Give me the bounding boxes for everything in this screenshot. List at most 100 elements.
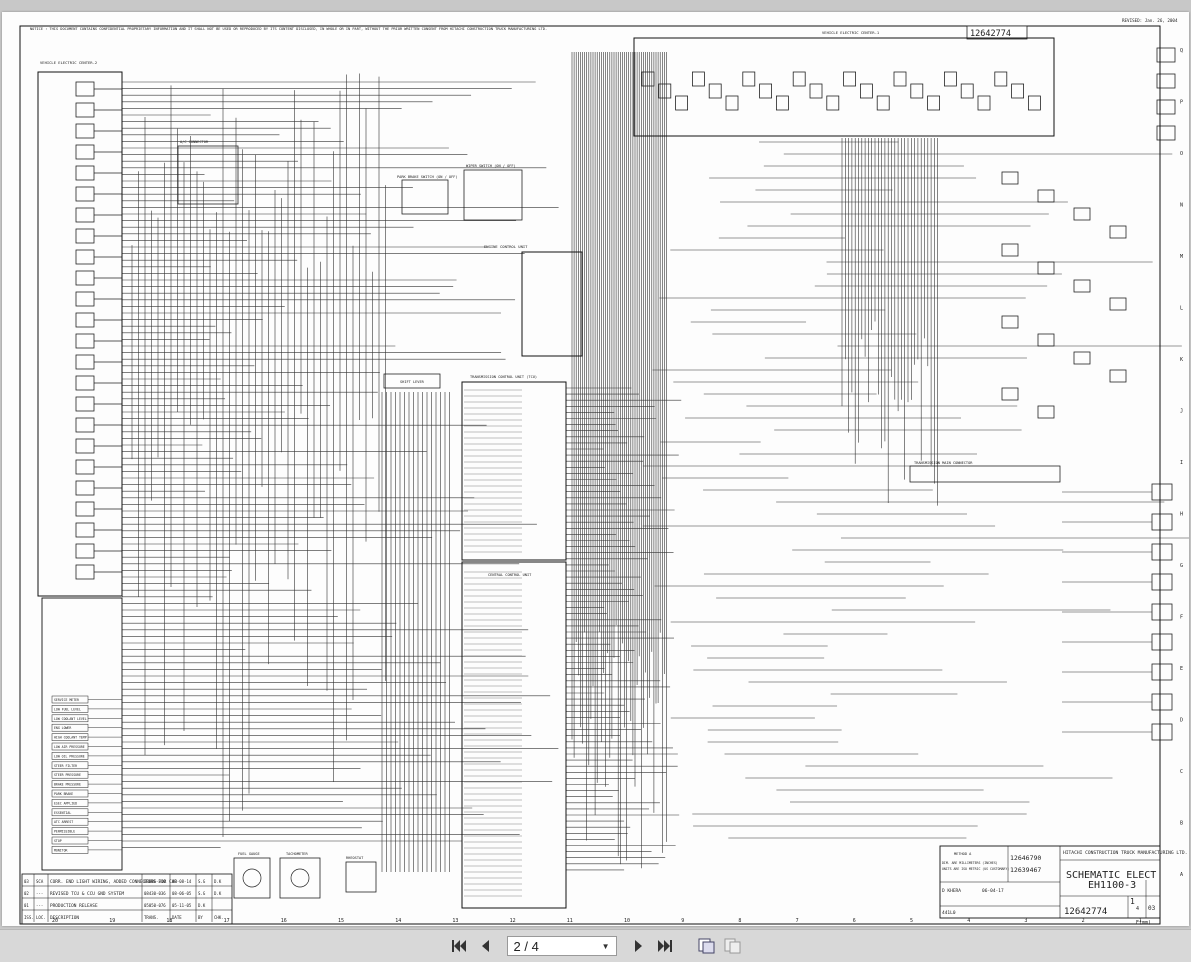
bottom-scale-label: 16 (281, 918, 287, 924)
previous-page-button[interactable] (475, 936, 495, 956)
revision-cell-trans: 08086-310 (144, 879, 166, 884)
fuel-gauge-box (233, 857, 271, 899)
format-label: E(mm) (1136, 920, 1151, 926)
bottom-scale-label: 3 (1024, 918, 1027, 924)
right-scale-label: Q (1180, 48, 1183, 54)
revision-cell-date: 08-08-14 (172, 879, 192, 884)
revision-cell-by: S.G (198, 879, 206, 884)
ccu-label: CENTRAL CONTROL UNIT (488, 573, 532, 577)
revision-cell-eco: --- (36, 891, 43, 896)
transmission-main-connector-label: TRANSMISSION MAIN CONNECTOR (914, 461, 973, 465)
bottom-scale-label: 2 (1082, 918, 1085, 924)
right-scale-label: I (1180, 460, 1183, 466)
drawing-frame (19, 25, 1161, 925)
revision-cell-chk: D.K (214, 879, 222, 884)
last-page-icon (657, 940, 672, 952)
page-selector[interactable]: 2 / 4 ▼ (506, 936, 617, 956)
engine-control-unit-label: ENGINE CONTROL UNIT (484, 244, 528, 249)
revision-cell-trans: TRANS. (144, 915, 158, 920)
supersedes: 12639467 (1010, 866, 1041, 874)
next-page-button[interactable] (629, 936, 649, 956)
tachometer-label: TACHOMETER (286, 852, 308, 856)
schematic-sheet: NOTICE : THIS DOCUMENT CONTAINS CONFIDEN… (2, 12, 1189, 926)
first-page-button[interactable] (449, 936, 469, 956)
first-model: 441L0 (942, 910, 956, 916)
vehicle-center-2-label: VEHICLE ELECTRIC CENTER-2 (40, 60, 97, 65)
indicator-label: LOW OIL PRESSURE (54, 754, 85, 758)
bottom-scale-label: 19 (109, 918, 115, 924)
single-page-icon (698, 938, 714, 954)
park-brake-switch-box (401, 179, 449, 215)
revision-cell-by: S.G (198, 891, 206, 896)
tachometer-dial (290, 868, 310, 888)
revision-cell-by: D.K (198, 903, 206, 908)
revision-cell-rev: 03 (24, 879, 29, 884)
notice-text: NOTICE : THIS DOCUMENT CONTAINS CONFIDEN… (30, 27, 547, 31)
indicator-label: STEER PRESSURE (54, 773, 81, 777)
rheostat-label: RHEOSTAT (346, 856, 364, 860)
bottom-scale-label: 12 (510, 918, 516, 924)
right-scale-label: P (1180, 100, 1183, 106)
revision-cell-desc: REVISED TCU & CCU GND SYSTEM (50, 891, 124, 897)
indicator-label: LOW COOLANT LEVEL (54, 717, 87, 721)
revision-cell-by: BY (198, 915, 203, 920)
title-line-2: EH1100-3 (1088, 880, 1136, 891)
indicator-label: LOW FUEL LEVEL (54, 707, 81, 711)
indicator-label: ESEC APPLIED (54, 801, 77, 805)
wiper-switch-label: WIPER SWITCH (ON / OFF) (466, 164, 516, 168)
revision-cell-eco: --- (36, 903, 43, 908)
viewer-toolbar: 2 / 4 ▼ (0, 929, 1191, 962)
shift-lever-label: SHIFT LEVER (400, 380, 425, 384)
indicator-label: BRAKE PRESSURE (54, 783, 81, 787)
revision-cell-eco: SCA (36, 879, 44, 884)
fuel-gauge-dial (242, 868, 262, 888)
ac-connector-box (177, 145, 239, 205)
revision-cell-date: 05-11-05 (172, 903, 192, 908)
right-scale-label: K (1180, 357, 1183, 363)
company-name: HITACHI CONSTRUCTION TRUCK MANUFACTURING… (1063, 850, 1187, 856)
revision-cell-chk: D.K (214, 891, 222, 896)
sheet-of: 4 (1136, 906, 1139, 912)
right-scale-label: O (1180, 151, 1183, 157)
indicator-label: STEER FILTER (54, 764, 77, 768)
top-drawing-number: 12642774 (970, 29, 1011, 39)
bottom-scale-label: 4 (967, 918, 970, 924)
revision-cell-desc: DESCRIPTION (50, 915, 79, 921)
method-label: METHOD A (954, 852, 972, 856)
single-page-view-button[interactable] (697, 936, 717, 956)
next-page-icon (634, 940, 642, 952)
right-scale-label: D (1180, 718, 1183, 724)
ccu-box (461, 561, 567, 909)
ac-connector-label: A/C CONNECTOR (180, 140, 209, 144)
right-scale-label: N (1180, 203, 1183, 209)
wiring-schematic: NOTICE : THIS DOCUMENT CONTAINS CONFIDEN… (19, 18, 1189, 926)
revision-cell-date: 08-06-05 (172, 891, 192, 896)
indicator-label: ENG LOWER (54, 726, 71, 730)
engine-control-unit-box (521, 251, 583, 357)
right-scale-label: G (1180, 563, 1183, 569)
transmission-main-connector-box (909, 465, 1061, 483)
title-line-1: SCHEMATIC ELECT (1066, 870, 1156, 881)
bottom-scale-label: 20 (52, 918, 58, 924)
title-block: HITACHI CONSTRUCTION TRUCK MANUFACTURING… (939, 845, 1187, 926)
revision-cell-desc: PRODUCTION RELEASE (50, 903, 98, 909)
last-page-button[interactable] (655, 936, 675, 956)
revision-cell-rev: 01 (24, 903, 29, 908)
next-assembly: 12646790 (1010, 854, 1041, 862)
document-viewer: NOTICE : THIS DOCUMENT CONTAINS CONFIDEN… (2, 12, 1189, 926)
tachometer-box (279, 857, 321, 899)
wiper-switch-box (463, 169, 523, 221)
dim-note-2: UNITS ARE ISO METRIC (US CUSTOMARY) (942, 867, 1009, 871)
previous-page-icon (481, 940, 489, 952)
bottom-scale-label: 10 (624, 918, 630, 924)
bottom-scale-label: 9 (681, 918, 684, 924)
revision-cell-eco: LOC. (36, 915, 46, 920)
right-scale-label: F (1180, 615, 1183, 621)
right-scale-label: C (1180, 769, 1183, 775)
bottom-scale-label: 17 (224, 918, 230, 924)
right-scale-label: B (1180, 821, 1183, 827)
vehicle-center-1-box (633, 37, 1055, 137)
bottom-scale-label: 18 (166, 918, 172, 924)
bottom-scale-label: 8 (738, 918, 741, 924)
two-page-view-button[interactable] (723, 936, 743, 956)
